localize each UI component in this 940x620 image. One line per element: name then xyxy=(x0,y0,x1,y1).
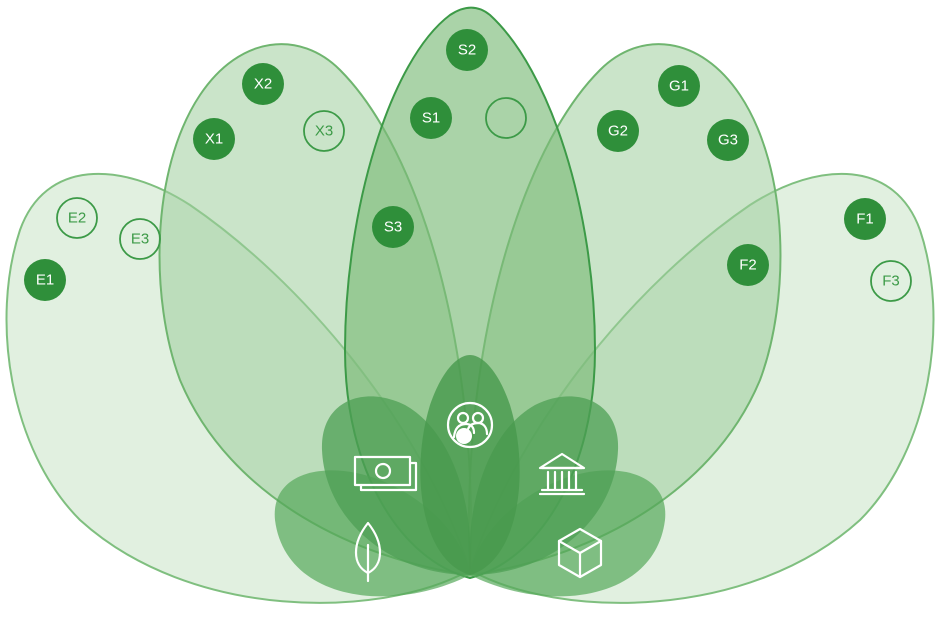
marker-e1-label: E1 xyxy=(36,272,54,289)
marker-f2-circle xyxy=(727,244,769,286)
marker-g2-label: G2 xyxy=(608,123,628,140)
marker-x1[interactable]: X1 xyxy=(193,118,235,160)
marker-s3-circle xyxy=(372,206,414,248)
petal-g-markers: G1 G2 G3 xyxy=(597,65,749,161)
petal-f-markers: F1 F2 F3 xyxy=(727,198,912,302)
marker-s1[interactable]: S1 xyxy=(410,97,452,139)
petal-x-markers: X1 X2 X3 xyxy=(193,63,345,160)
marker-s-empty[interactable] xyxy=(485,97,527,139)
marker-g3-label: G3 xyxy=(718,132,738,149)
marker-f1[interactable]: F1 xyxy=(844,198,886,240)
marker-s-empty-circle xyxy=(485,97,527,139)
marker-g1-label: G1 xyxy=(669,78,689,95)
marker-f1-circle xyxy=(844,198,886,240)
marker-s2[interactable]: S2 xyxy=(446,29,488,71)
marker-g1-circle xyxy=(658,65,700,107)
money-bill-icon xyxy=(353,455,418,492)
marker-e2[interactable]: E2 xyxy=(56,197,98,239)
marker-e3-label: E3 xyxy=(131,231,149,248)
leaf-icon xyxy=(355,521,381,583)
marker-x3-circle xyxy=(303,110,345,152)
marker-g3-circle xyxy=(707,119,749,161)
marker-x3[interactable]: X3 xyxy=(303,110,345,152)
marker-s3-label: S3 xyxy=(384,219,402,236)
marker-s1-label: S1 xyxy=(422,110,440,127)
marker-f1-label: F1 xyxy=(856,211,874,228)
marker-g2-circle xyxy=(597,110,639,152)
marker-x1-circle xyxy=(193,118,235,160)
marker-g2[interactable]: G2 xyxy=(597,110,639,152)
marker-g1[interactable]: G1 xyxy=(658,65,700,107)
petal-s-markers: S1 S2 S3 xyxy=(372,29,527,248)
inner-lotus xyxy=(274,355,666,597)
marker-s3[interactable]: S3 xyxy=(372,206,414,248)
marker-f3-label: F3 xyxy=(882,273,900,290)
people-group-icon xyxy=(446,401,494,449)
marker-f2[interactable]: F2 xyxy=(727,244,769,286)
marker-e2-label: E2 xyxy=(68,210,86,227)
marker-f2-label: F2 xyxy=(739,257,757,274)
petal-e-markers: E1 E2 E3 xyxy=(24,197,161,301)
marker-g3[interactable]: G3 xyxy=(707,119,749,161)
marker-x2-label: X2 xyxy=(254,76,272,93)
bank-building-icon xyxy=(538,452,586,496)
marker-e3-circle xyxy=(119,218,161,260)
marker-e2-circle xyxy=(56,197,98,239)
marker-s2-circle xyxy=(446,29,488,71)
marker-x3-label: X3 xyxy=(315,123,333,140)
marker-x2[interactable]: X2 xyxy=(242,63,284,105)
marker-s2-label: S2 xyxy=(458,42,476,59)
inner-petal-center xyxy=(420,355,520,575)
cube-icon xyxy=(557,527,603,579)
marker-s1-circle xyxy=(410,97,452,139)
marker-f3[interactable]: F3 xyxy=(870,260,912,302)
marker-f3-circle xyxy=(870,260,912,302)
marker-e1-circle xyxy=(24,259,66,301)
marker-e3[interactable]: E3 xyxy=(119,218,161,260)
marker-e1[interactable]: E1 xyxy=(24,259,66,301)
marker-x1-label: X1 xyxy=(205,131,223,148)
marker-x2-circle xyxy=(242,63,284,105)
center-icons xyxy=(353,401,603,583)
